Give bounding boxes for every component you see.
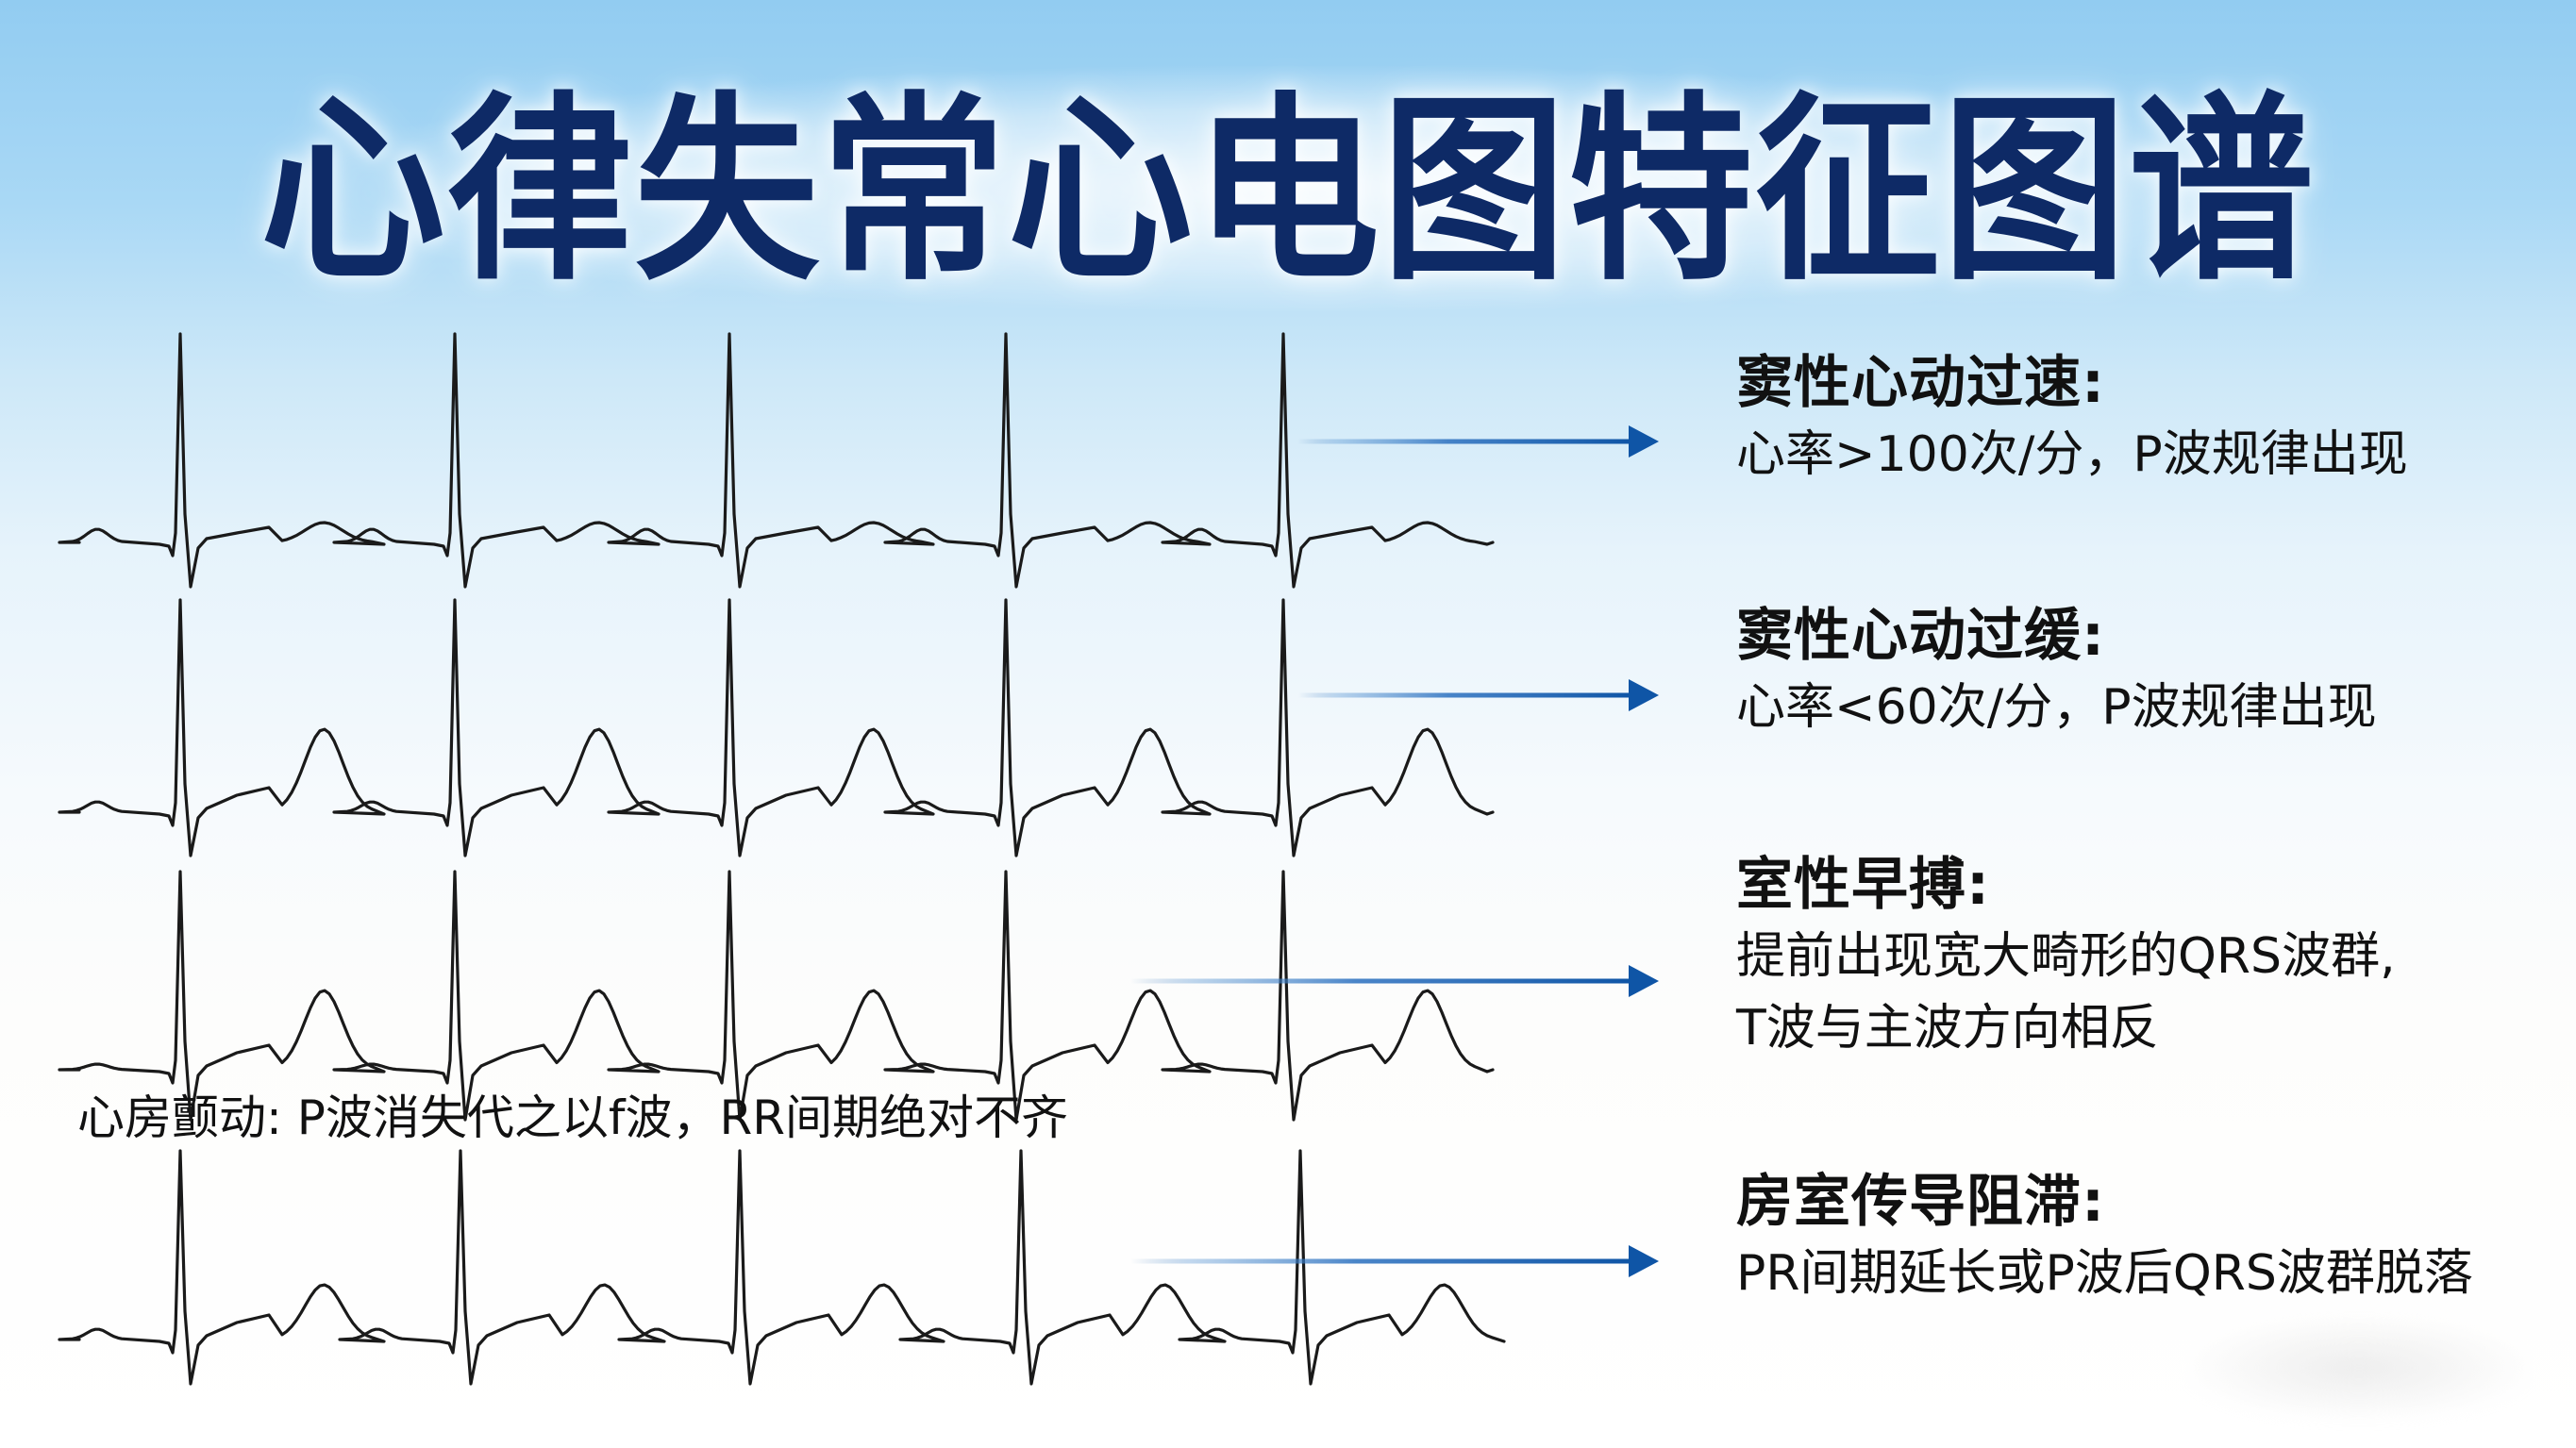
arrow-shaft — [1298, 692, 1631, 698]
arrow-shaft — [1130, 1258, 1631, 1264]
annotation-sinus-tachycardia: 窦性心动过速: 心率>100次/分，P波规律出现 — [1736, 347, 2408, 491]
ecg-trace — [58, 870, 1495, 1122]
annotation-heading: 窦性心动过缓: — [1736, 603, 2105, 669]
arrow-2 — [1298, 679, 1659, 711]
annotation-text: 提前出现宽大畸形的QRS波群, — [1736, 928, 2396, 985]
ecg-strip-3 — [58, 870, 1495, 1122]
annotation-sinus-bradycardia: 窦性心动过缓: 心率<60次/分，P波规律出现 — [1736, 600, 2377, 743]
arrow-head-icon — [1629, 425, 1659, 458]
annotation-text: 心率>100次/分，P波规律出现 — [1736, 426, 2408, 483]
ecg-trace — [58, 1149, 1506, 1386]
arrow-head-icon — [1629, 965, 1659, 997]
ecg-strip-2 — [58, 598, 1495, 857]
arrow-3 — [1130, 965, 1659, 997]
annotation-text: 心率<60次/分，P波规律出现 — [1736, 679, 2377, 736]
ecg-trace — [58, 332, 1495, 589]
arrow-head-icon — [1629, 679, 1659, 711]
annotation-text: PR间期延长或P波后QRS波群脱落 — [1736, 1245, 2473, 1302]
arrow-4 — [1130, 1245, 1659, 1277]
annotation-heading: 室性早搏: — [1736, 852, 1990, 918]
annotation-heading: 窦性心动过速: — [1736, 350, 2105, 416]
arrow-head-icon — [1629, 1245, 1659, 1277]
atrial-fibrillation-label: 心房颤动: P波消失代之以f波，RR间期绝对不齐 — [77, 1090, 1068, 1145]
ecg-strip-4 — [58, 1149, 1506, 1386]
annotation-text: T波与主波方向相反 — [1736, 1000, 2159, 1057]
ecg-strip-1 — [58, 332, 1495, 589]
ecg-trace — [58, 598, 1495, 857]
blurred-watermark — [2189, 1316, 2529, 1420]
arrow-1 — [1297, 425, 1659, 458]
annotation-av-block: 房室传导阻滞: PR间期延长或P波后QRS波群脱落 — [1736, 1166, 2473, 1309]
arrow-shaft — [1130, 978, 1631, 984]
annotation-premature-ventricular-contraction: 室性早搏: 提前出现宽大畸形的QRS波群, T波与主波方向相反 — [1736, 849, 2396, 1064]
arrow-shaft — [1297, 439, 1631, 444]
annotation-heading: 房室传导阻滞: — [1736, 1169, 2105, 1235]
page-title: 心律失常心电图特征图谱 — [259, 74, 2316, 308]
